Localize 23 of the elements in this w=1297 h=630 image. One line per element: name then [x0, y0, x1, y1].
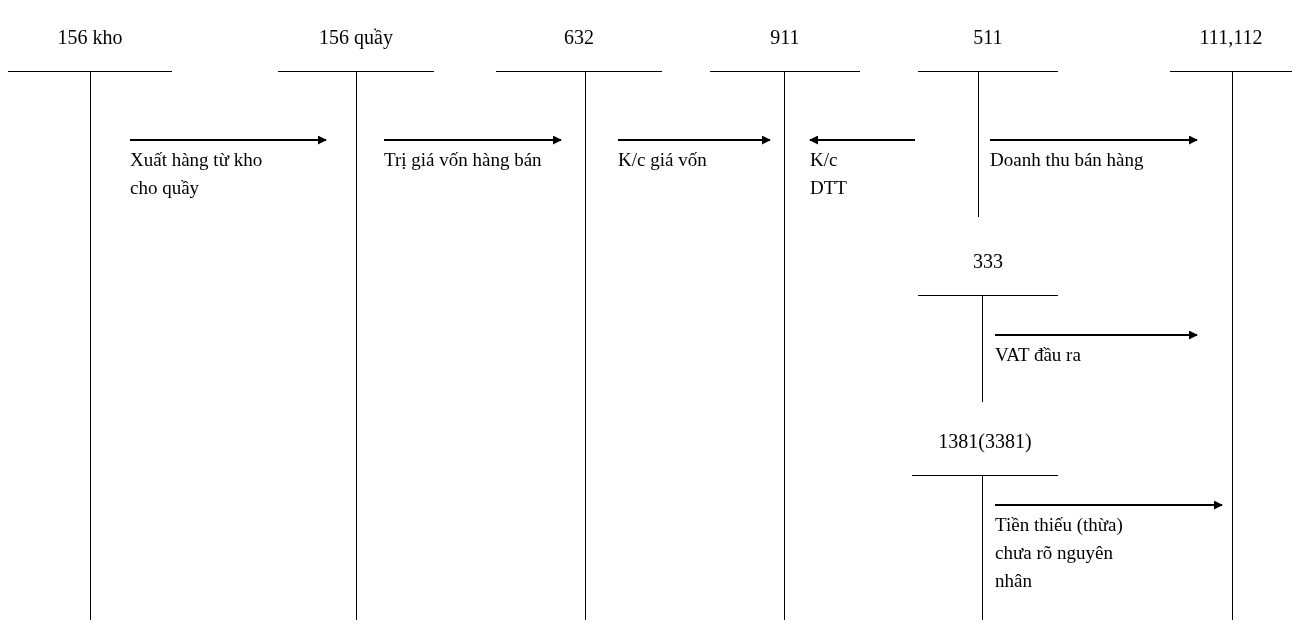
edge-label: K/c DTT [810, 148, 848, 200]
arrow [989, 135, 1198, 145]
account-number: 511 [973, 25, 1003, 49]
arrow [809, 135, 916, 145]
edge-label: VAT đầu ra [995, 343, 1082, 367]
edge-label: Doanh thu bán hàng [990, 148, 1145, 172]
account-number: 1381(3381) [938, 429, 1032, 453]
edge-label: Tiền thiếu (thừa) chưa rõ nguyên nhân [995, 513, 1124, 593]
arrow [129, 135, 327, 145]
arrow [994, 500, 1223, 510]
edge-label: K/c giá vốn [618, 148, 708, 172]
account-number: 156 kho [57, 25, 123, 49]
account-number: 632 [564, 25, 594, 49]
edge-label: Trị giá vốn hàng bán [384, 148, 543, 172]
account-number: 333 [973, 249, 1003, 273]
edge-label: Xuất hàng từ kho cho quầy [130, 148, 264, 200]
arrow [617, 135, 771, 145]
account-number: 111,112 [1199, 25, 1263, 49]
t-account [278, 25, 434, 620]
arrow [383, 135, 562, 145]
arrow [994, 330, 1198, 340]
account-number: 156 quầy [319, 25, 393, 49]
account-number: 911 [770, 25, 800, 49]
